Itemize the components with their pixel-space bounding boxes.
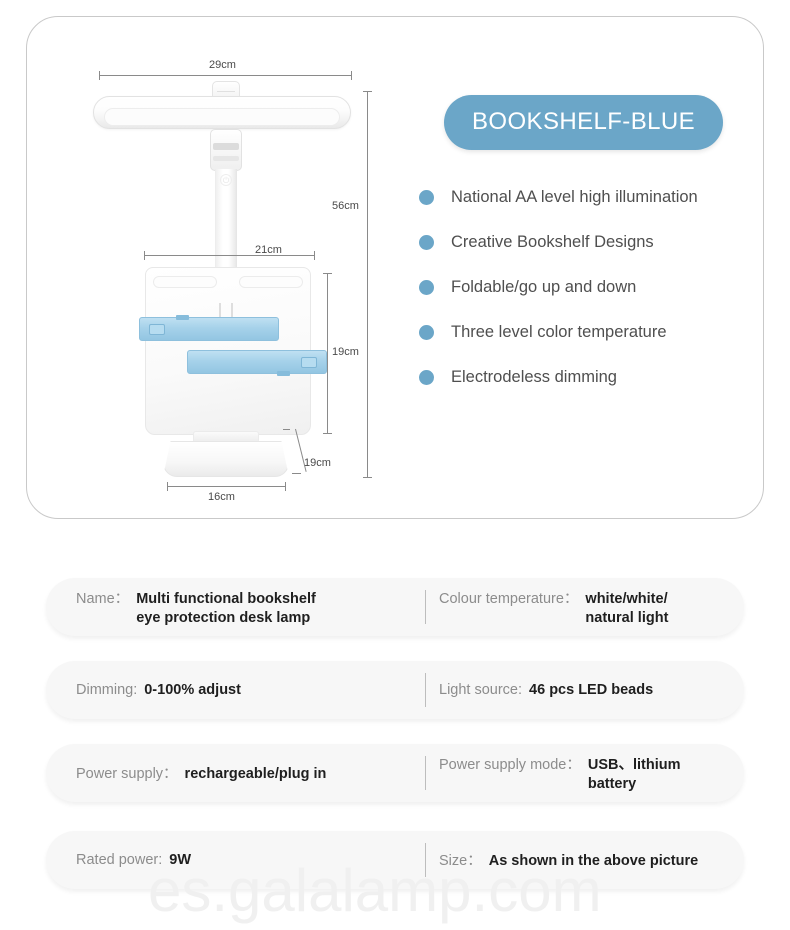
spec-value: white/white/natural light	[585, 590, 669, 626]
lamp-joint-bar-lower	[213, 156, 239, 161]
page-clamp-hook-upper	[149, 324, 165, 335]
spec-cell-left: Power supply： rechargeable/plug in	[46, 762, 395, 784]
bullet-dot-icon	[419, 325, 434, 340]
spec-label: Size：	[439, 853, 482, 870]
dim-tick-depth-bottom	[292, 473, 301, 474]
feature-label: Creative Bookshelf Designs	[451, 233, 654, 251]
spec-divider	[425, 673, 426, 707]
spec-value: 0-100% adjust	[144, 681, 241, 698]
spec-divider	[425, 590, 426, 624]
dim-tick-height-bottom	[363, 477, 372, 478]
dim-tick-shelf-left	[144, 251, 145, 260]
spec-label: Power supply：	[76, 766, 178, 783]
lamp-head-bar	[93, 96, 351, 129]
feature-item: Electrodeless dimming	[419, 368, 759, 387]
dim-line-base-width	[167, 486, 285, 487]
spec-label: Name：	[76, 590, 130, 607]
feature-item: Three level color temperature	[419, 323, 759, 342]
bullet-dot-icon	[419, 235, 434, 250]
dim-line-shelf-width	[144, 255, 314, 256]
spec-cell-left: Rated power: 9W	[46, 851, 395, 870]
bookshelf-slot-right	[239, 276, 303, 288]
page-clamp-hook-lower	[301, 357, 317, 368]
dim-tick-shelf-h-top	[323, 273, 332, 274]
dim-line-total-height	[367, 91, 368, 477]
dim-label-total-height: 56cm	[332, 200, 359, 212]
bullet-dot-icon	[419, 190, 434, 205]
spec-divider	[425, 843, 426, 877]
feature-label: National AA level high illumination	[451, 188, 698, 206]
page-clamp-tab-lower	[277, 371, 290, 376]
lamp-top-hinge-line	[217, 91, 235, 92]
hero-card: 29cm ⏻ 56cm 21cm	[26, 16, 764, 519]
spec-value: 9W	[169, 851, 191, 868]
spec-label: Power supply mode：	[439, 756, 581, 773]
page-clamp-upper	[139, 315, 279, 341]
product-illustration: 29cm ⏻ 56cm 21cm	[27, 17, 427, 520]
feature-item: Creative Bookshelf Designs	[419, 233, 759, 252]
spec-row: Dimming: 0-100% adjust Light source: 46 …	[46, 661, 744, 719]
lamp-joint-bar-upper	[213, 143, 239, 150]
spec-label: Rated power:	[76, 851, 163, 868]
dim-label-shelf-height: 19cm	[332, 346, 359, 358]
lamp-joint	[210, 129, 242, 171]
product-title-badge: BOOKSHELF-BLUE	[444, 95, 723, 150]
dim-tick-shelf-h-bottom	[323, 433, 332, 434]
bullet-dot-icon	[419, 280, 434, 295]
dim-tick-height-top	[363, 91, 372, 92]
spec-value: rechargeable/plug in	[184, 766, 327, 783]
spec-label: Dimming:	[76, 681, 138, 698]
spec-cell-right: Size： As shown in the above picture	[395, 849, 744, 871]
dim-tick-base-left	[167, 482, 168, 491]
dim-label-head-width: 29cm	[209, 59, 236, 71]
feature-item: National AA level high illumination	[419, 188, 759, 207]
feature-label: Electrodeless dimming	[451, 368, 617, 386]
feature-list: National AA level high illumination Crea…	[419, 188, 759, 387]
dim-line-head-width	[99, 75, 351, 76]
bookshelf-slot-left	[153, 276, 217, 288]
spec-cell-right: Light source: 46 pcs LED beads	[395, 681, 744, 700]
dim-tick-head-right	[351, 71, 352, 80]
lamp-head-diffuser	[104, 108, 340, 126]
dim-tick-base-right	[285, 482, 286, 491]
spec-row: Rated power: 9W Size： As shown in the ab…	[46, 831, 744, 889]
spec-row: Power supply： rechargeable/plug in Power…	[46, 744, 744, 802]
feature-item: Foldable/go up and down	[419, 278, 759, 297]
spec-value: As shown in the above picture	[488, 853, 699, 870]
dim-tick-head-left	[99, 71, 100, 80]
spec-label: Light source:	[439, 681, 523, 698]
feature-label: Three level color temperature	[451, 323, 667, 341]
dim-label-base-width: 16cm	[208, 491, 235, 503]
bullet-dot-icon	[419, 370, 434, 385]
lamp-base	[163, 441, 289, 477]
dim-tick-depth-top	[283, 429, 290, 430]
spec-divider	[425, 756, 426, 790]
dim-label-shelf-depth: 19cm	[304, 457, 331, 469]
spec-cell-right: Colour temperature： white/white/natural …	[395, 587, 744, 627]
spec-value: 46 pcs LED beads	[529, 681, 654, 698]
bookshelf-prongs	[219, 303, 233, 317]
spec-cell-left: Dimming: 0-100% adjust	[46, 681, 395, 700]
feature-panel: BOOKSHELF-BLUE National AA level high il…	[419, 95, 759, 413]
dim-label-shelf-width: 21cm	[255, 244, 282, 256]
dim-line-shelf-height	[327, 273, 328, 433]
page-clamp-tab-upper	[176, 315, 189, 320]
dim-tick-shelf-right	[314, 251, 315, 260]
page-clamp-lower	[187, 350, 327, 376]
power-button-icon: ⏻	[220, 174, 232, 186]
feature-label: Foldable/go up and down	[451, 278, 637, 296]
spec-label: Colour temperature：	[439, 590, 579, 607]
